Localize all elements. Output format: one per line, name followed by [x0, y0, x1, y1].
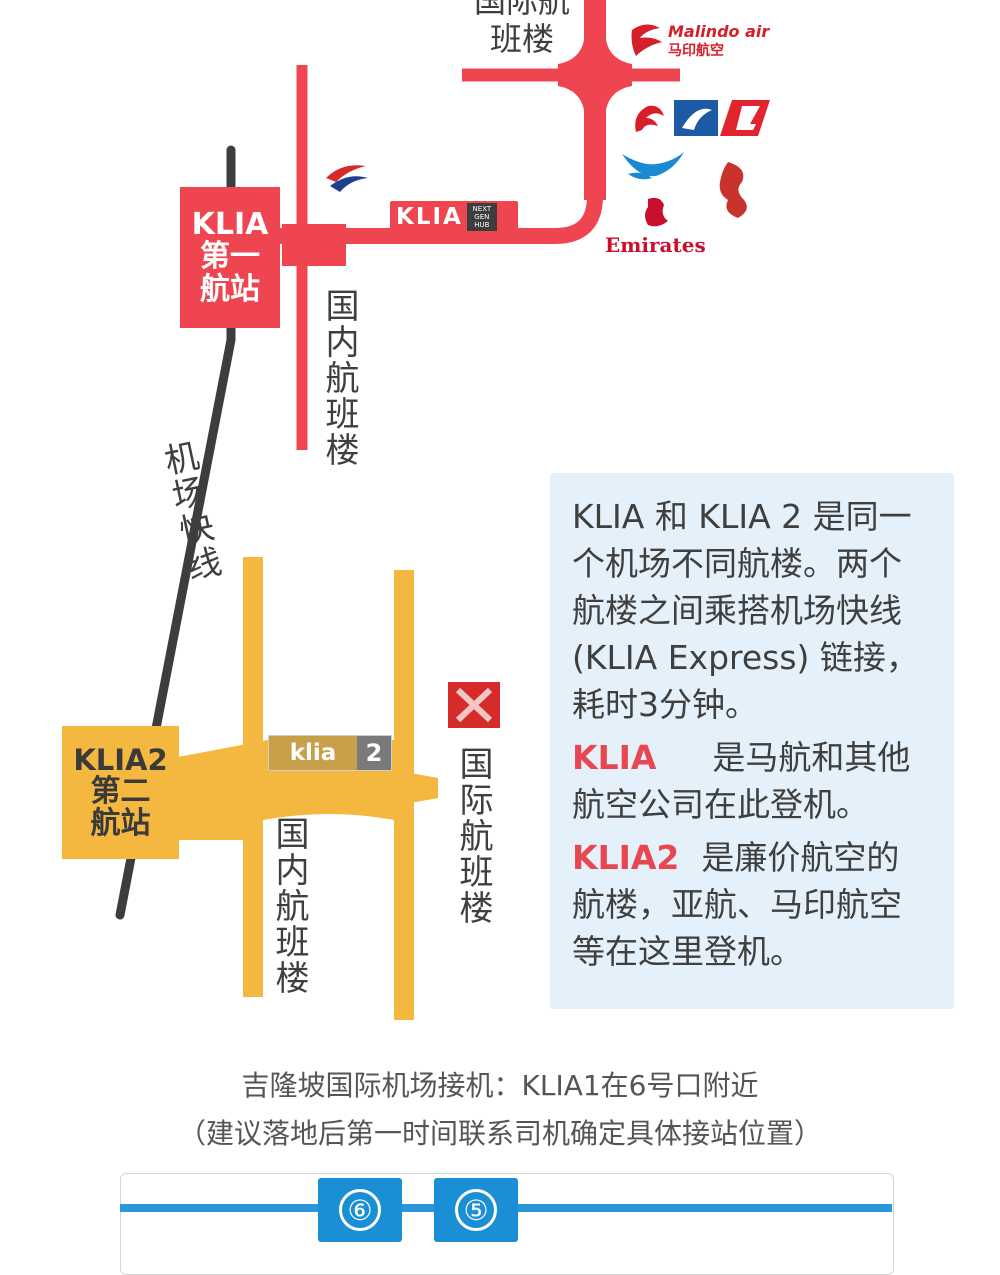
malindo-bird-icon — [631, 24, 662, 56]
klia2-terminal-box: KLIA2 第二航站 — [62, 726, 179, 859]
klia1-domestic-label: 国内航班楼 — [319, 288, 359, 468]
info-box: KLIA 和 KLIA 2 是同一个机场不同航楼。两个航楼之间乘搭机场快线(KL… — [550, 473, 954, 1009]
info-para-1: KLIA 和 KLIA 2 是同一个机场不同航楼。两个航楼之间乘搭机场快线(KL… — [572, 497, 919, 724]
emirates-crest-icon — [645, 197, 668, 227]
info-klia-label: KLIA — [572, 738, 657, 777]
gate-5: ⑤ — [434, 1178, 518, 1242]
malindo-air-logo: Malindo air 马印航空 — [628, 18, 778, 62]
dragon-airline-icon — [719, 162, 747, 218]
malindo-logo-en: Malindo air — [668, 22, 770, 41]
klia-tag-3: HUB — [474, 221, 490, 229]
klia2-logo-text: klia — [269, 736, 357, 770]
gate-6-label: ⑥ — [339, 1189, 381, 1231]
klia2-logo-number: 2 — [357, 736, 391, 770]
info-klia2-text: 是廉价航空的航楼，亚航、马印航空等在这里登机。 — [572, 838, 902, 971]
klia2-subtitle: 第二航站 — [90, 774, 151, 841]
klia1-name: KLIA — [191, 206, 269, 242]
klia2-domestic-label: 国内航班楼 — [269, 816, 309, 996]
china-southern-icon — [674, 100, 718, 136]
klia1-terminal-box: KLIA 第一航站 — [180, 187, 280, 328]
gate-6: ⑥ — [318, 1178, 402, 1242]
info-klia-text: 是马航和其他航空公司在此登机。 — [572, 738, 911, 824]
klia-logo-tag: NEXT GEN HUB — [466, 203, 497, 231]
lucky-air-icon — [720, 100, 770, 136]
klia-logo-text: KLIA — [396, 204, 463, 230]
info-klia2-label: KLIA2 — [572, 838, 680, 877]
xiamen-air-icon — [622, 152, 684, 180]
gate-5-label: ⑤ — [455, 1189, 497, 1231]
mas-logo-icon — [326, 165, 368, 192]
klia-tag-1: NEXT — [472, 205, 492, 213]
air-china-icon — [635, 105, 664, 132]
klia2-international-label: 国际航班楼 — [453, 746, 493, 926]
malindo-logo-cn: 马印航空 — [668, 43, 724, 59]
emirates-logo-text: Emirates — [605, 233, 706, 257]
airasia-x-icon — [448, 682, 500, 728]
klia1-roundabout — [558, 40, 632, 110]
klia1-international-label: 国际航班楼 — [473, 0, 570, 58]
klia1-subtitle: 第一航站 — [200, 239, 260, 307]
klia-next-gen-hub-logo: KLIA NEXT GEN HUB — [390, 201, 518, 233]
klia1-junction — [282, 224, 346, 266]
klia-tag-2: GEN — [474, 213, 490, 221]
pickup-note: （建议落地后第一时间联系司机确定具体接站位置） — [177, 1117, 822, 1150]
klia2-logo: klia 2 — [268, 735, 392, 771]
pickup-caption: 吉隆坡国际机场接机：KLIA1在6号口附近 — [241, 1069, 759, 1102]
klia2-name: KLIA2 — [73, 743, 168, 778]
